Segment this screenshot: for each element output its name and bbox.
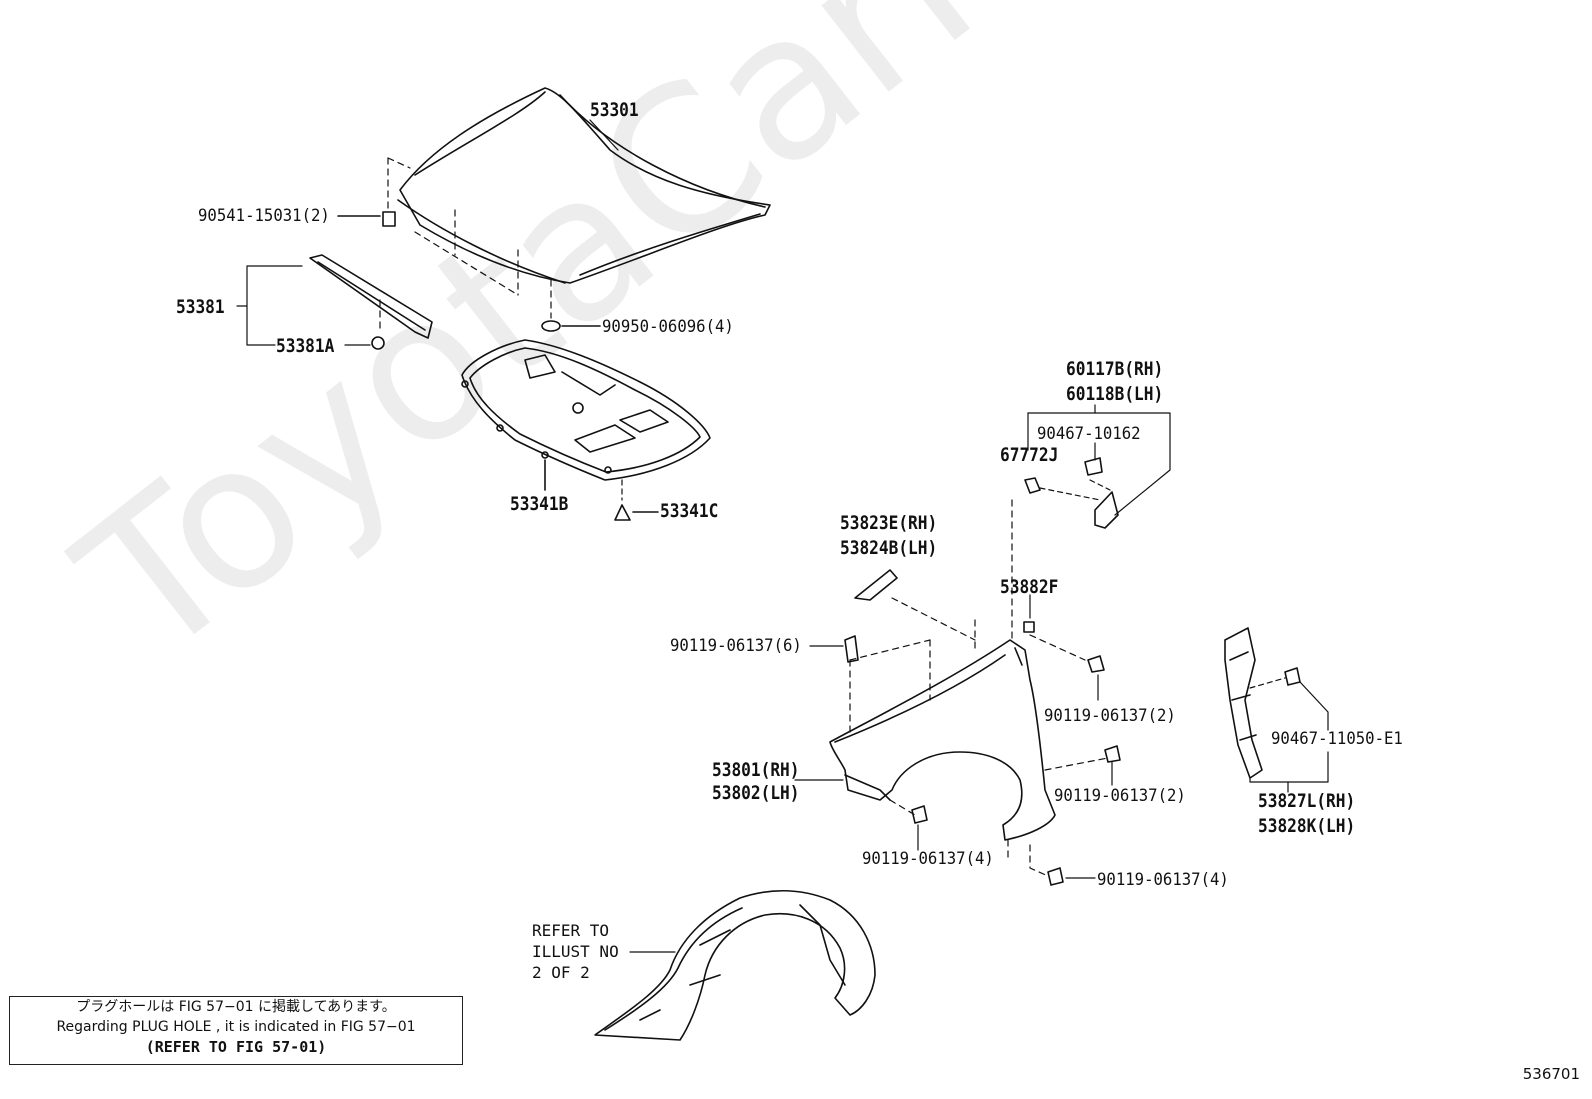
bolt-icon: [1024, 477, 1041, 494]
fender-bracket: [1094, 491, 1119, 529]
figure-number: 536701: [1522, 1065, 1580, 1083]
note-reference: (REFER TO FIG 57-01): [145, 1038, 327, 1056]
refer-line-1: REFER TO: [532, 921, 610, 940]
front-fender: [829, 639, 1056, 841]
note-japanese: プラグホールは FIG 57−01 に掲載してあります。: [76, 999, 396, 1015]
bolt-icon: [1047, 867, 1064, 886]
label-90119-06137-2-lower: 90119-06137(2): [1054, 786, 1186, 806]
label-90119-06137-2-upper: 90119-06137(2): [1044, 706, 1176, 726]
bolt-icon: [911, 805, 928, 824]
hood-lock-support: [309, 254, 433, 339]
label-53341c: 53341C: [660, 500, 719, 522]
bolt-icon: [1104, 745, 1121, 763]
label-90119-06137-4-left: 90119-06137(4): [862, 849, 994, 869]
label-90950: 90950-06096(4): [602, 317, 734, 337]
label-53823e: 53823E(RH): [840, 512, 938, 534]
label-53801: 53801(RH): [712, 759, 800, 781]
bolt-icon: [1084, 457, 1103, 476]
label-60117b: 60117B(RH): [1066, 358, 1164, 380]
plug-hole-note: プラグホールは FIG 57−01 に掲載してあります。 Regarding P…: [9, 996, 463, 1065]
refer-line-3: 2 OF 2: [532, 963, 590, 982]
refer-line-2: ILLUST NO: [532, 942, 619, 961]
fender-liner: [594, 889, 876, 1041]
dashed-guides: [379, 157, 552, 331]
label-60118b: 60118B(LH): [1066, 383, 1164, 405]
label-53341b: 53341B: [510, 493, 569, 515]
bolt-icon: [844, 635, 859, 663]
refer-note: REFER TO ILLUST NO 2 OF 2: [532, 920, 619, 983]
label-90119-06137-4-right: 90119-06137(4): [1097, 870, 1229, 890]
label-53828k: 53828K(LH): [1258, 815, 1356, 837]
label-90467-10162: 90467-10162: [1037, 424, 1141, 444]
label-53824b: 53824B(LH): [840, 537, 938, 559]
hood-part: [397, 87, 771, 284]
label-53381: 53381: [176, 296, 225, 318]
hood-insulator: [461, 339, 711, 481]
fender-liner-clip: [1023, 621, 1035, 633]
clip-icon: [371, 336, 385, 350]
label-53882f: 53882F: [1000, 576, 1059, 598]
label-53802: 53802(LH): [712, 782, 800, 804]
label-90119-06137-6: 90119-06137(6): [670, 636, 802, 656]
label-90467-11050: 90467-11050-E1: [1271, 729, 1403, 749]
note-english: Regarding PLUG HOLE , it is indicated in…: [56, 1019, 416, 1035]
label-90541: 90541-15031(2): [198, 206, 330, 226]
bolt-icon: [1087, 655, 1105, 673]
bumper-cushion-icon: [382, 211, 396, 227]
label-53827l: 53827L(RH): [1258, 790, 1356, 812]
fender-to-cowl-seal: [1224, 627, 1263, 779]
label-53381a: 53381A: [276, 335, 335, 357]
label-67772j: 67772J: [1000, 444, 1059, 466]
bolt-icon: [1284, 667, 1301, 686]
plug-icon: [541, 320, 561, 332]
clip-icon: [614, 504, 631, 521]
fender-seal: [854, 569, 898, 601]
label-53301: 53301: [590, 99, 639, 121]
